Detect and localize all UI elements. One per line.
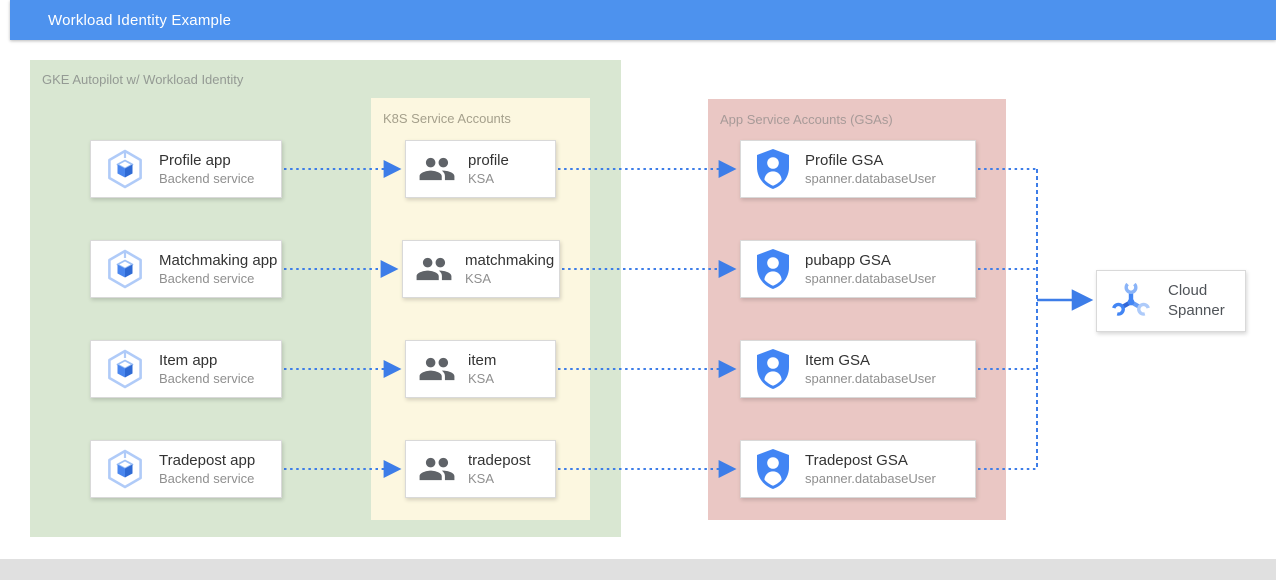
node-tradepost-gsa: Tradepost GSA spanner.databaseUser [740, 440, 976, 498]
node-item-app: Item app Backend service [90, 340, 282, 398]
node-title: matchmaking [465, 252, 555, 269]
node-profile-gsa: Profile GSA spanner.databaseUser [740, 140, 976, 198]
node-title: Tradepost app [159, 452, 256, 469]
node-subtitle: KSA [468, 371, 495, 386]
node-title: Item GSA [805, 352, 871, 369]
node-subtitle: KSA [468, 471, 495, 486]
gke-icon [104, 448, 146, 490]
node-subtitle: spanner.databaseUser [805, 171, 936, 186]
node-subtitle: Backend service [159, 471, 255, 486]
node-subtitle: spanner.databaseUser [805, 271, 936, 286]
node-title: Tradepost GSA [805, 452, 908, 469]
gke-container-label: GKE Autopilot w/ Workload Identity [42, 72, 244, 87]
node-subtitle: spanner.databaseUser [805, 371, 936, 386]
node-subtitle: KSA [468, 171, 495, 186]
node-subtitle: Backend service [159, 271, 255, 286]
group-icon [418, 450, 456, 488]
group-icon [418, 150, 456, 188]
group-icon [418, 350, 456, 388]
cloud-spanner-icon [1109, 279, 1153, 323]
bottom-bar [0, 559, 1276, 580]
node-title: profile [468, 152, 509, 169]
node-title: Profile app [159, 152, 231, 169]
node-profile-ksa: profile KSA [405, 140, 556, 198]
ksa-container-label: K8S Service Accounts [383, 111, 511, 126]
gke-icon [104, 348, 146, 390]
page-title: Workload Identity Example [48, 11, 232, 29]
node-profile-app: Profile app Backend service [90, 140, 282, 198]
node-item-ksa: item KSA [405, 340, 556, 398]
gsa-container-label: App Service Accounts (GSAs) [720, 112, 893, 127]
node-tradepost-app: Tradepost app Backend service [90, 440, 282, 498]
node-title: Matchmaking app [159, 252, 278, 269]
node-subtitle: Backend service [159, 371, 255, 386]
node-title: tradepost [468, 452, 531, 469]
title-bar: Workload Identity Example [10, 0, 1276, 40]
shield-icon [755, 248, 791, 290]
node-title: item [468, 352, 497, 369]
node-title: Item app [159, 352, 218, 369]
node-matchmaking-ksa: matchmaking KSA [402, 240, 560, 298]
gke-icon [104, 148, 146, 190]
node-subtitle: spanner.databaseUser [805, 471, 936, 486]
node-pubapp-gsa: pubapp GSA spanner.databaseUser [740, 240, 976, 298]
group-icon [415, 250, 453, 288]
shield-icon [755, 448, 791, 490]
node-subtitle: KSA [465, 271, 492, 286]
node-matchmaking-app: Matchmaking app Backend service [90, 240, 282, 298]
gke-icon [104, 248, 146, 290]
shield-icon [755, 148, 791, 190]
node-title: Cloud Spanner [1168, 282, 1225, 319]
shield-icon [755, 348, 791, 390]
node-title: Profile GSA [805, 152, 884, 169]
node-tradepost-ksa: tradepost KSA [405, 440, 556, 498]
node-subtitle: Backend service [159, 171, 255, 186]
node-title: pubapp GSA [805, 252, 891, 269]
node-cloud-spanner: Cloud Spanner [1096, 270, 1246, 332]
node-item-gsa: Item GSA spanner.databaseUser [740, 340, 976, 398]
